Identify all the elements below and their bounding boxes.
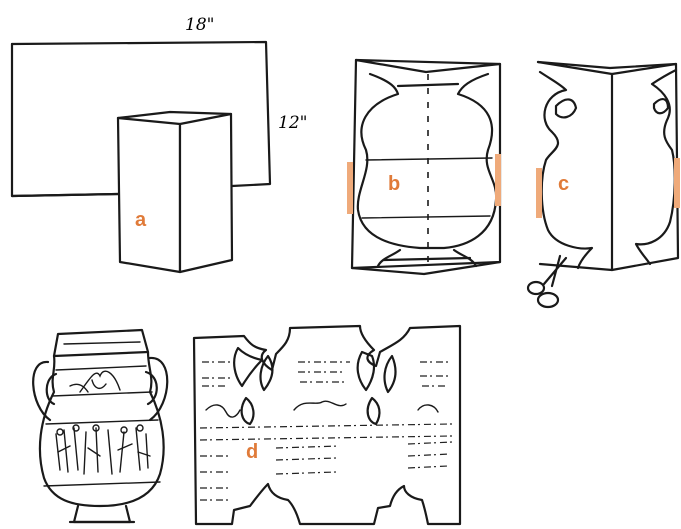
folded-paper (118, 112, 232, 272)
vase-outline-b (358, 74, 496, 248)
panel-a: 18" 12" a (12, 15, 307, 272)
highlight-left-c (536, 168, 542, 218)
vase-half-left (540, 72, 592, 268)
height-label: 12" (278, 113, 307, 133)
vase-chain-decoration (200, 362, 452, 500)
highlight-right-b (495, 154, 501, 206)
step-label-c: c (558, 173, 569, 195)
step-label-d: d (246, 441, 258, 463)
width-label: 18" (185, 15, 214, 35)
panel-d: d (194, 326, 460, 524)
vase-half-right (636, 70, 676, 264)
highlight-left-b (347, 162, 353, 214)
panel-c: c (528, 62, 680, 307)
highlight-right-c (674, 158, 680, 208)
step-label-b: b (388, 173, 400, 195)
panel-b: b (347, 60, 501, 274)
step-label-a: a (135, 209, 147, 231)
decorated-vase (33, 330, 167, 522)
